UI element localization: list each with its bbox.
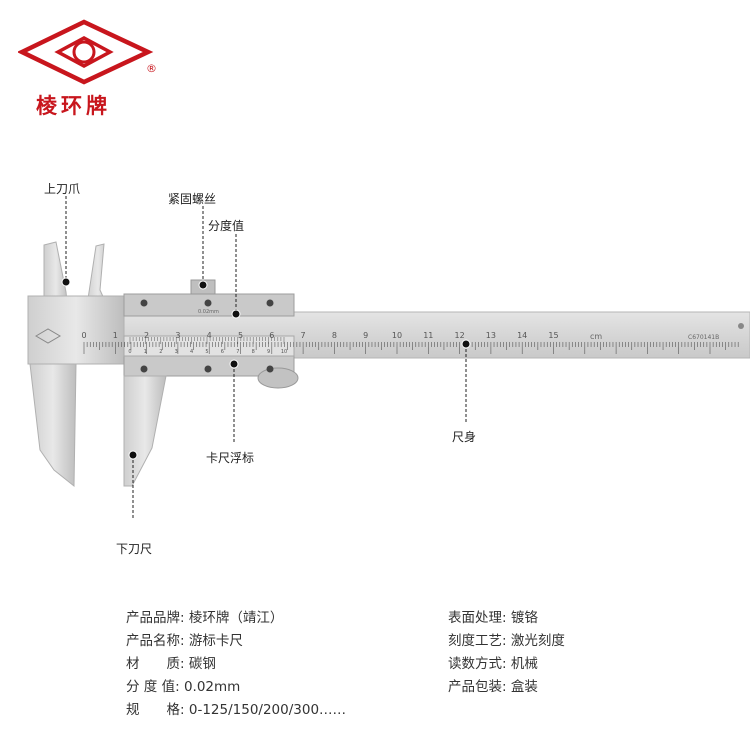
marker-dot bbox=[61, 277, 71, 287]
spec-row: 分 度 值: 0.02mm bbox=[126, 675, 240, 695]
rivet bbox=[140, 299, 148, 307]
main-scale-number: 5 bbox=[238, 331, 243, 340]
brand-name: 棱环牌 bbox=[36, 94, 111, 118]
registered-mark: ® bbox=[146, 62, 157, 75]
spec-value: 镀铬 bbox=[510, 610, 538, 626]
vernier-scale-number: 4 bbox=[190, 349, 193, 355]
main-scale-unit: cm bbox=[590, 332, 602, 341]
main-scale-number: 0 bbox=[81, 331, 86, 340]
marker-dot bbox=[128, 450, 138, 460]
serial-number: C670141B bbox=[688, 334, 719, 341]
beam-hole bbox=[738, 323, 744, 329]
rivet bbox=[204, 365, 212, 373]
main-scale-number: 11 bbox=[423, 331, 433, 340]
brand-logo: ® 棱环牌 bbox=[18, 18, 158, 118]
spec-row: 刻度工艺: 激光刻度 bbox=[448, 629, 565, 649]
vernier-scale-number: 8 bbox=[252, 349, 255, 355]
vernier-scale-number: 7 bbox=[236, 349, 239, 355]
rivet bbox=[204, 299, 212, 307]
callout-vernier: 卡尺浮标 bbox=[206, 451, 255, 465]
vernier-scale-number: 6 bbox=[221, 349, 224, 355]
vernier-scale-number: 3 bbox=[175, 349, 178, 355]
main-scale-number: 14 bbox=[517, 331, 527, 340]
callout-main-beam: 尺身 bbox=[452, 430, 477, 444]
spec-label: 表面处理: bbox=[448, 610, 507, 626]
marker-dot bbox=[198, 280, 208, 290]
main-scale-number: 12 bbox=[455, 331, 465, 340]
vernier-scale-ticks bbox=[129, 337, 285, 344]
spec-label: 产品名称: bbox=[126, 633, 185, 649]
vernier-scale-number: 10 bbox=[281, 349, 287, 355]
spec-row: 产品品牌: 棱环牌（靖江） bbox=[126, 606, 283, 626]
main-scale-number: 10 bbox=[392, 331, 402, 340]
spec-value: 碳钢 bbox=[188, 656, 216, 672]
main-scale-number: 8 bbox=[332, 331, 337, 340]
spec-row: 产品包装: 盒装 bbox=[448, 675, 538, 695]
callout-lower-jaw: 下刀尺 bbox=[116, 542, 153, 556]
main-scale-number: 13 bbox=[486, 331, 496, 340]
vernier-scale-number: 9 bbox=[267, 349, 270, 355]
callout-lock-screw: 紧固螺丝 bbox=[168, 192, 217, 206]
marker-dot bbox=[461, 339, 471, 349]
spec-value: 盒装 bbox=[510, 679, 538, 695]
spec-value: 0-125/150/200/300…… bbox=[188, 702, 347, 718]
lower-jaw-moving bbox=[123, 375, 167, 487]
main-scale-number: 6 bbox=[269, 331, 274, 340]
spec-row: 规 格: 0-125/150/200/300…… bbox=[126, 698, 346, 718]
spec-value: 游标卡尺 bbox=[188, 633, 243, 649]
spec-label: 产品包装: bbox=[448, 679, 507, 695]
logo-diamond-icon bbox=[18, 19, 154, 85]
spec-label: 产品品牌: bbox=[126, 610, 185, 626]
rivet bbox=[140, 365, 148, 373]
spec-value: 0.02mm bbox=[183, 679, 241, 695]
spec-value: 激光刻度 bbox=[510, 633, 565, 649]
spec-label: 材 质: bbox=[126, 656, 185, 672]
spec-row: 产品名称: 游标卡尺 bbox=[126, 629, 243, 649]
main-scale-ticks bbox=[83, 342, 739, 354]
rivet bbox=[266, 365, 274, 373]
spec-value: 机械 bbox=[510, 656, 538, 672]
thumb-roller bbox=[257, 367, 299, 389]
main-scale-number: 7 bbox=[301, 331, 306, 340]
lower-jaw-fixed bbox=[29, 363, 77, 488]
main-scale-number: 9 bbox=[363, 331, 368, 340]
callout-resolution: 分度值 bbox=[208, 219, 245, 233]
vernier-scale-number: 0 bbox=[128, 349, 131, 355]
spec-row: 材 质: 碳钢 bbox=[126, 652, 216, 672]
rivet bbox=[266, 299, 274, 307]
spec-row: 读数方式: 机械 bbox=[448, 652, 538, 672]
main-scale-number: 1 bbox=[113, 331, 118, 340]
spec-label: 读数方式: bbox=[448, 656, 507, 672]
spec-label: 分 度 值: bbox=[126, 679, 180, 695]
fixed-head bbox=[27, 295, 125, 365]
vernier-scale-numbers: 0 1 2 3 4 5 6 7 8 9 10 bbox=[128, 349, 287, 355]
vernier-scale-number: 5 bbox=[205, 349, 208, 355]
head-emblem-icon bbox=[35, 328, 61, 344]
marker-dot bbox=[229, 359, 239, 369]
spec-label: 刻度工艺: bbox=[448, 633, 507, 649]
spec-label: 规 格: bbox=[126, 702, 185, 718]
callout-upper-jaw: 上刀爪 bbox=[44, 182, 81, 196]
main-scale-number: 3 bbox=[175, 331, 180, 340]
vernier-scale-number: 2 bbox=[159, 349, 162, 355]
main-scale-number: 15 bbox=[548, 331, 558, 340]
vernier-scale-number: 1 bbox=[144, 349, 147, 355]
main-beam bbox=[27, 311, 750, 359]
main-scale-number: 2 bbox=[144, 331, 149, 340]
spec-value: 棱环牌（靖江） bbox=[188, 610, 284, 626]
vernier-resolution-mark: 0.02mm bbox=[198, 309, 219, 315]
main-scale-number: 4 bbox=[207, 331, 212, 340]
marker-dot bbox=[231, 309, 241, 319]
spec-row: 表面处理: 镀铬 bbox=[448, 606, 538, 626]
